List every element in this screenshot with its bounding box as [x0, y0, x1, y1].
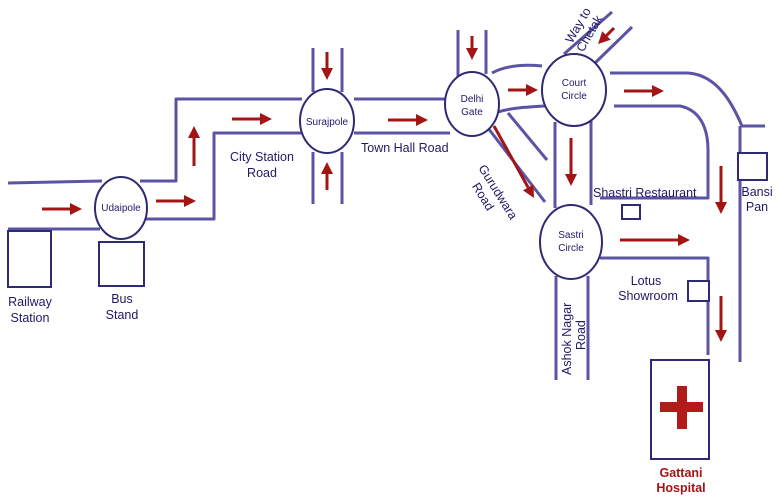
arrow-court-east-head [652, 85, 664, 97]
arrow-west-to-udaipole-head [70, 203, 82, 215]
court-circle-label-line2: Circle [561, 91, 587, 102]
arrow-sastri-east-head [678, 234, 690, 246]
arrow-delhi-north-down-icon [466, 36, 478, 60]
red-cross-icon [660, 386, 703, 429]
delhi-to-court-bottom [497, 104, 546, 114]
sastri-circle-label-line1: Sastri [558, 230, 584, 241]
arrow-east-road-down-icon [715, 166, 727, 214]
arrow-court-east-icon [624, 85, 664, 97]
gattani-hospital-label-line1: Gattani [659, 466, 702, 480]
arrow-west-to-udaipole-icon [42, 203, 82, 215]
bus-stand-label-line1: Bus [111, 292, 133, 306]
arrow-gurudwara-head [522, 184, 534, 198]
railway-station-label-line1: Railway [8, 295, 53, 309]
bansi-pan-marker [737, 152, 768, 181]
surajpole-node[interactable]: Surajpole [299, 88, 355, 154]
court-circle-label-line1: Court [562, 78, 587, 89]
court-east-road-outer [610, 71, 765, 128]
arrow-city-station-east-icon [232, 113, 272, 125]
delhi-gate-label-line2: Gate [461, 107, 483, 118]
delhi-gate-label-line1: Delhi [461, 94, 484, 105]
surajpole-label: Surajpole [306, 117, 349, 128]
town-hall-road-label: Town Hall Road [361, 141, 449, 155]
bus-stand-marker [98, 241, 145, 287]
arrow-surajpole-north-down-head [321, 68, 333, 80]
gattani-hospital-label-line2: Hospital [656, 481, 705, 495]
city-station-road-upper [140, 97, 302, 183]
arrow-city-station-up-icon [188, 126, 200, 166]
city-station-road-lower [146, 131, 302, 221]
arrow-town-hall-east-icon [388, 114, 428, 126]
chetak-road-right [593, 25, 634, 65]
arrow-lotus-down-head [715, 330, 727, 342]
road-west-top [7, 179, 103, 185]
sastri-circle-label-line2: Circle [558, 243, 584, 254]
ashok-nagar-road-label-line2: Road [574, 320, 588, 350]
arrow-town-hall-east-head [416, 114, 428, 126]
udaipole-node[interactable]: Udaipole [94, 176, 148, 240]
arrow-chetak-down-head [598, 31, 611, 44]
chetak-road-left [563, 10, 613, 56]
lotus-showroom-marker [687, 280, 710, 302]
ashok-nagar-road-label: Ashok Nagar Road [560, 303, 588, 375]
gurudwara-road-right [506, 112, 549, 161]
arrow-gurudwara-icon [492, 125, 534, 198]
bansi-pan-label-line2: Pan [746, 200, 768, 214]
arrow-surajpole-south-up-head [321, 162, 333, 174]
court-circle-node[interactable]: Court Circle [541, 53, 607, 127]
road-network [7, 10, 765, 380]
arrow-gurudwara-shaft [492, 125, 530, 189]
ashok-nagar-road-label-line1: Ashok Nagar [560, 303, 574, 375]
arrow-surajpole-north-down-icon [321, 52, 333, 80]
arrow-chetak-down-icon [598, 26, 616, 44]
bus-stand-label-line2: Stand [106, 308, 139, 322]
railway-station-label-line2: Station [11, 311, 50, 325]
railway-station-marker [7, 230, 52, 288]
shastri-restaurant-marker [621, 204, 641, 220]
city-station-road-label-line2: Road [247, 166, 277, 180]
arrow-lotus-down-icon [715, 296, 727, 342]
delhi-gate-node[interactable]: Delhi Gate [444, 71, 500, 137]
sastri-circle-node[interactable]: Sastri Circle [539, 204, 603, 280]
arrow-delhi-north-down-head [466, 48, 478, 60]
arrow-city-station-east-head [260, 113, 272, 125]
direction-arrows [42, 26, 727, 342]
arrow-udaipole-east-head [184, 195, 196, 207]
delhi-to-court-top [491, 63, 543, 75]
arrow-surajpole-south-up-icon [321, 162, 333, 190]
court-east-road-inner [600, 104, 710, 200]
way-to-chetak-label: Way to Chetak [562, 5, 605, 54]
arrow-court-to-sastri-icon [565, 138, 577, 186]
arrow-city-station-up-head [188, 126, 200, 138]
lotus-showroom-label-line1: Lotus [631, 274, 662, 288]
lotus-showroom-label-line2: Showroom [618, 289, 678, 303]
city-station-road-label-line1: City Station [230, 150, 294, 164]
arrow-udaipole-east-icon [156, 195, 196, 207]
shastri-restaurant-label: Shastri Restaurant [593, 186, 697, 200]
arrow-delhi-to-court-head [526, 84, 538, 96]
arrow-delhi-to-court-icon [508, 84, 538, 96]
sastri-east-road-lower [600, 256, 710, 355]
gurudwara-road-label: Gurudwara Road [469, 162, 520, 222]
arrow-sastri-east-icon [620, 234, 690, 246]
bansi-pan-label-line1: Bansi [741, 185, 772, 199]
arrow-court-to-sastri-head [565, 174, 577, 186]
udaipole-label: Udaipole [101, 203, 141, 214]
arrow-east-road-down-head [715, 202, 727, 214]
arrow-chetak-down-shaft [605, 26, 616, 37]
